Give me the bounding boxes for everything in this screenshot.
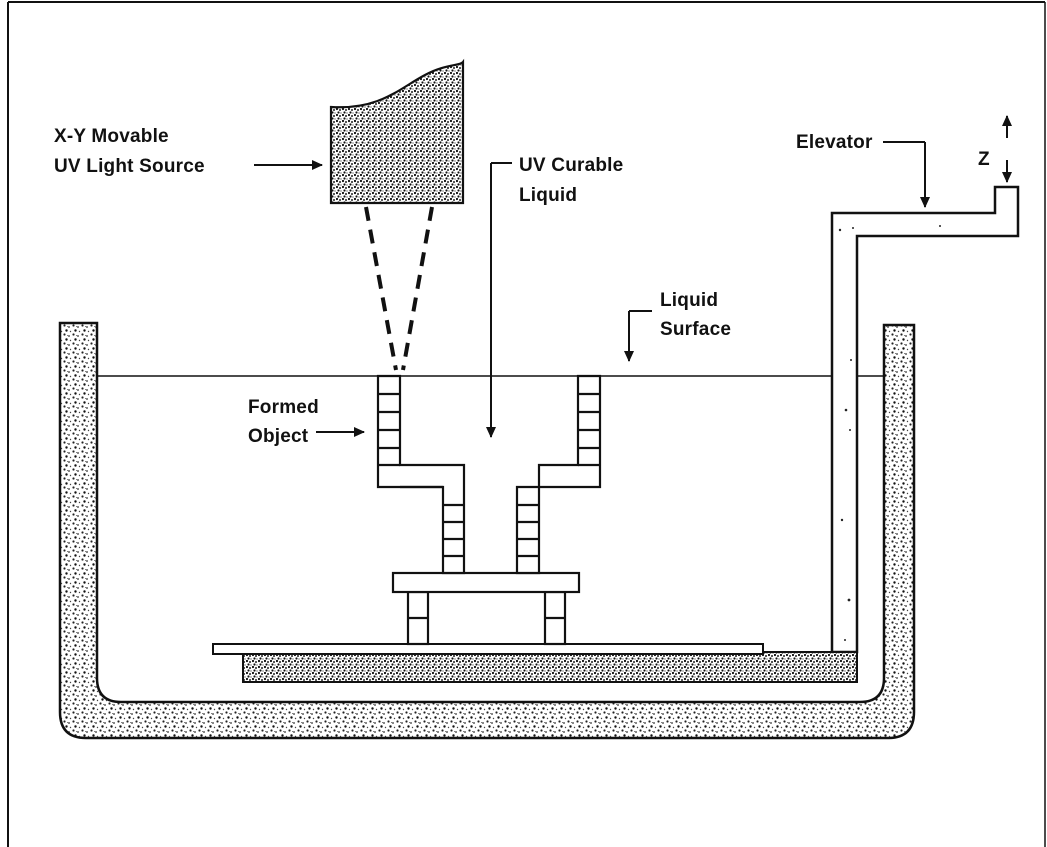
elevator: [242, 185, 1020, 683]
vat: [58, 321, 916, 740]
build-platform: [212, 643, 764, 655]
formed-object-label-line1: Formed: [248, 397, 319, 418]
formed-object-label-line2: Object: [248, 426, 309, 447]
liquid-surface-label-line2: Surface: [660, 319, 731, 340]
figure-border: [7, 1, 1046, 847]
elevator-label: Elevator: [796, 132, 873, 153]
formed-object: [376, 374, 602, 646]
uv-liquid-label-line1: UV Curable: [519, 155, 623, 176]
light-beam-left: [364, 206, 398, 371]
light-beam-right: [401, 206, 434, 371]
z-axis-label: Z: [978, 149, 990, 170]
uv-light-source: [329, 58, 465, 371]
liquid-surface-label-line1: Liquid: [660, 290, 718, 311]
light-source-label-line2: UV Light Source: [54, 156, 205, 177]
uv-liquid-label-line2: Liquid: [519, 185, 577, 206]
callout-arrows: [254, 115, 1012, 438]
light-source-label-line1: X-Y Movable: [54, 126, 169, 147]
